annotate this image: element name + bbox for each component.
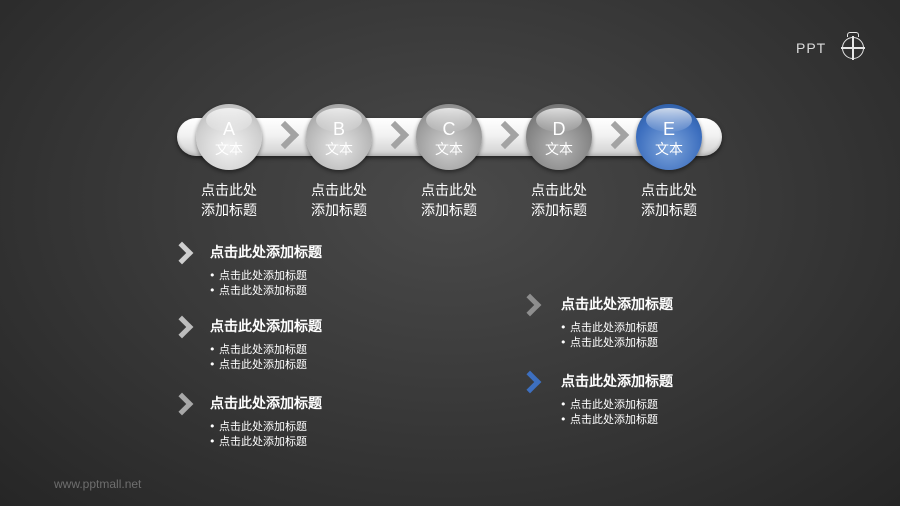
step-caption-b[interactable]: 点击此处 添加标题 <box>284 181 394 221</box>
step-letter: B <box>332 119 345 139</box>
item-title[interactable]: 点击此处添加标题 <box>210 245 322 261</box>
step-letter: A <box>222 119 235 139</box>
footer-url: www.pptmall.net <box>54 477 142 491</box>
step-e[interactable]: E 文本 <box>636 104 702 170</box>
caption-line: 点击此处 <box>311 183 367 199</box>
step-d[interactable]: D 文本 <box>526 104 592 170</box>
caption-line: 添加标题 <box>201 203 257 219</box>
step-caption-a[interactable]: 点击此处 添加标题 <box>174 181 284 221</box>
chevron-right-icon <box>170 392 194 416</box>
caption-line: 添加标题 <box>641 203 697 219</box>
item-bullets: 点击此处添加标题 点击此处添加标题 <box>209 419 307 449</box>
ppt-logo: PPT <box>796 32 876 63</box>
bullet-item[interactable]: 点击此处添加标题 <box>209 357 307 372</box>
step-letter: D <box>552 119 566 139</box>
bullet-item[interactable]: 点击此处添加标题 <box>560 335 658 350</box>
chevron-right-icon <box>518 293 542 317</box>
chevron-right-icon <box>518 370 542 394</box>
step-letter: C <box>442 119 456 139</box>
step-caption-e[interactable]: 点击此处 添加标题 <box>614 181 724 221</box>
caption-line: 点击此处 <box>641 183 697 199</box>
item-bullets: 点击此处添加标题 点击此处添加标题 <box>209 342 307 372</box>
step-label: 文本 <box>545 142 573 158</box>
bullet-item[interactable]: 点击此处添加标题 <box>209 419 307 434</box>
step-label: 文本 <box>215 142 243 158</box>
bullet-item[interactable]: 点击此处添加标题 <box>209 342 307 357</box>
bullet-item[interactable]: 点击此处添加标题 <box>209 268 307 283</box>
caption-line: 添加标题 <box>421 203 477 219</box>
caption-line: 添加标题 <box>311 203 367 219</box>
item-bullets: 点击此处添加标题 点击此处添加标题 <box>209 268 307 298</box>
stopwatch-icon <box>841 36 865 60</box>
step-label: 文本 <box>325 142 353 158</box>
bullet-item[interactable]: 点击此处添加标题 <box>560 412 658 427</box>
bullet-item[interactable]: 点击此处添加标题 <box>560 397 658 412</box>
caption-line: 点击此处 <box>421 183 477 199</box>
item-title[interactable]: 点击此处添加标题 <box>561 297 673 313</box>
item-title[interactable]: 点击此处添加标题 <box>561 374 673 390</box>
chevron-right-icon <box>170 315 194 339</box>
step-label: 文本 <box>435 142 463 158</box>
step-label: 文本 <box>655 142 683 158</box>
step-letter: E <box>662 119 675 139</box>
step-b[interactable]: B 文本 <box>306 104 372 170</box>
step-caption-d[interactable]: 点击此处 添加标题 <box>504 181 614 221</box>
bullet-item[interactable]: 点击此处添加标题 <box>209 434 307 449</box>
step-a[interactable]: A 文本 <box>196 104 262 170</box>
step-caption-c[interactable]: 点击此处 添加标题 <box>394 181 504 221</box>
chevron-right-icon <box>170 241 194 265</box>
stopwatch-knob-icon <box>847 32 859 37</box>
caption-line: 添加标题 <box>531 203 587 219</box>
caption-line: 点击此处 <box>201 183 257 199</box>
item-bullets: 点击此处添加标题 点击此处添加标题 <box>560 320 658 350</box>
bullet-item[interactable]: 点击此处添加标题 <box>560 320 658 335</box>
item-title[interactable]: 点击此处添加标题 <box>210 396 322 412</box>
logo-text: PPT <box>796 40 827 56</box>
item-title[interactable]: 点击此处添加标题 <box>210 319 322 335</box>
bullet-item[interactable]: 点击此处添加标题 <box>209 283 307 298</box>
caption-line: 点击此处 <box>531 183 587 199</box>
step-c[interactable]: C 文本 <box>416 104 482 170</box>
item-bullets: 点击此处添加标题 点击此处添加标题 <box>560 397 658 427</box>
